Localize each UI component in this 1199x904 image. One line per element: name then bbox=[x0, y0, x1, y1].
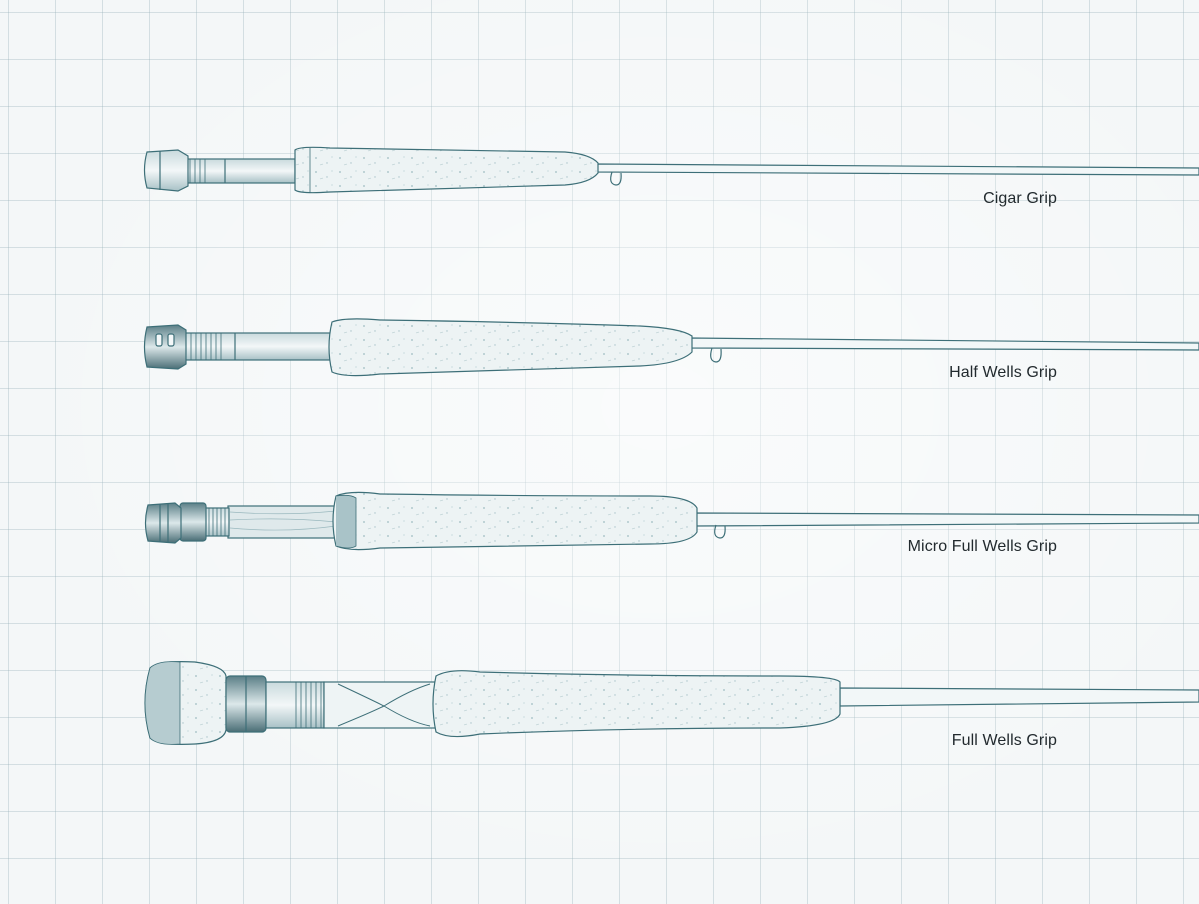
micro-full-wells-grip-label: Micro Full Wells Grip bbox=[907, 538, 1057, 555]
micro-full-wells-grip-rod bbox=[144, 491, 1199, 551]
half-wells-grip-rod bbox=[143, 318, 1199, 377]
full-wells-grip-label: Full Wells Grip bbox=[951, 732, 1057, 749]
cigar-grip-label: Cigar Grip bbox=[983, 190, 1057, 207]
half-wells-grip-label: Half Wells Grip bbox=[949, 364, 1057, 381]
cigar-grip-rod bbox=[143, 146, 1199, 194]
full-wells-grip-rod bbox=[144, 661, 1199, 745]
